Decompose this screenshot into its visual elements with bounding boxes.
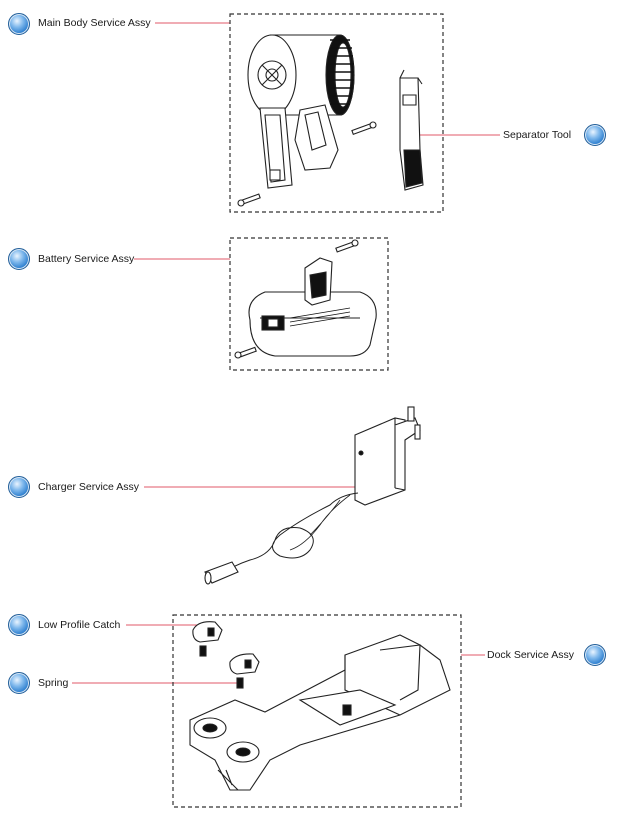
separator-tool-drawing [399,69,424,191]
charger-label: Charger Service Assy [38,481,139,493]
battery-label: Battery Service Assy [38,253,135,265]
battery-group-box [229,237,389,371]
spring-label: Spring [38,677,69,689]
battery-bullet-icon [8,248,30,270]
battery-drawing [234,239,377,359]
dock-group-box [172,614,462,808]
low-profile-catch-label: Low Profile Catch [38,619,121,631]
charger-bullet-icon [8,476,30,498]
separator-tool-bullet-icon [584,124,606,146]
dock-label: Dock Service Assy [487,649,574,661]
main-body-bullet-icon [8,13,30,35]
main-body-drawing [237,34,377,207]
low-profile-catch-bullet-icon [8,614,30,636]
main-body-label: Main Body Service Assy [38,17,151,29]
main-body-group-box [229,13,444,213]
spring-bullet-icon [8,672,30,694]
leader-lines [72,22,500,684]
separator-tool-label: Separator Tool [503,129,572,141]
dock-drawing [189,621,451,791]
dock-bullet-icon [584,644,606,666]
charger-drawing [204,406,421,585]
